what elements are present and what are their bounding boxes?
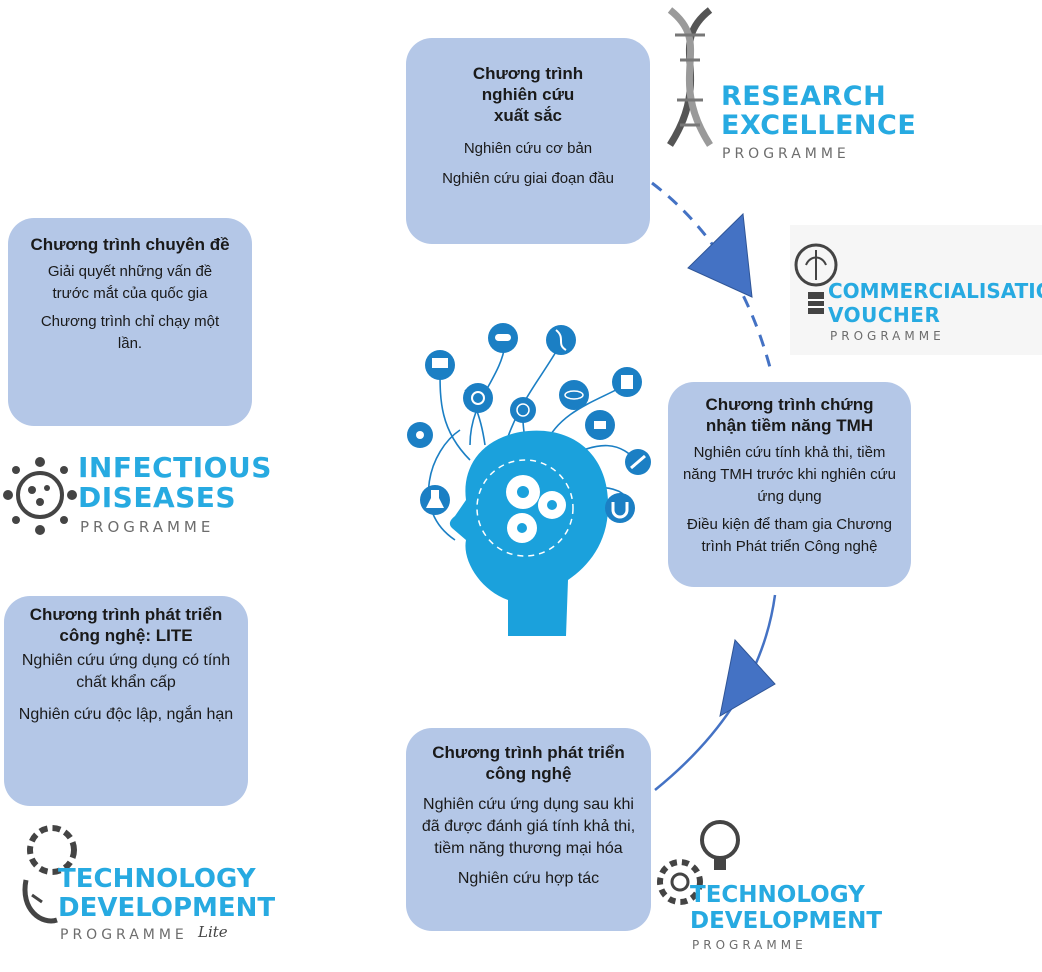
- infectious-logo-line2: DISEASES: [78, 481, 237, 514]
- research-excellence-logo: RESEARCH EXCELLENCE PROGRAMME: [655, 5, 916, 165]
- thematic-line-1: Giải quyết những vấn đề trước mắt của qu…: [47, 263, 213, 302]
- lite-line-2: Nghiên cứu độc lập, ngắn hạn: [18, 706, 234, 723]
- tech-dev-logo: TECHNOLOGY DEVELOPMENT PROGRAMME: [650, 800, 882, 960]
- techdev-line-2: Nghiên cứu hợp tác: [457, 870, 600, 887]
- planet-icon: [559, 380, 589, 410]
- tech-dev-lite-logo: TECHNOLOGY DEVELOPMENT PROGRAMME Lite: [10, 815, 275, 955]
- gear-head-icon: [22, 825, 77, 924]
- thematic-line-2: Chương trình chỉ chạy một lần.: [40, 313, 220, 352]
- research-logo-sub: PROGRAMME: [722, 146, 850, 162]
- commercial-line-2: Điều kiện để tham gia Chương trình Phát …: [687, 516, 892, 555]
- lite-line-1: Nghiên cứu ứng dụng có tính chất khẩn cấ…: [21, 652, 231, 691]
- dna-icon: [667, 7, 713, 147]
- lite-logo-suffix: Lite: [198, 923, 228, 941]
- infectious-logo-line1: INFECTIOUS: [78, 451, 272, 484]
- globe-icon: [510, 397, 536, 423]
- lite-logo-line1: TECHNOLOGY: [58, 864, 256, 894]
- tech-dev-box: Chương trình phát triển công nghệ Nghiên…: [406, 728, 651, 931]
- lite-logo-sub: PROGRAMME: [60, 927, 188, 943]
- infectious-diseases-logo: INFECTIOUS DISEASES PROGRAMME: [0, 445, 271, 545]
- molecule-icon: [463, 383, 493, 413]
- commercial-logo-sub: PROGRAMME: [830, 329, 945, 343]
- commercial-logo-line1: COMMERCIALISATION: [828, 279, 1042, 303]
- lite-box-title: Chương trình phát triển công nghệ: LITE: [29, 605, 223, 645]
- techdev-logo-sub: PROGRAMME: [692, 938, 807, 952]
- techdev-box-title: Chương trình phát triển công nghệ: [432, 743, 625, 783]
- arrowhead-down-2: [719, 638, 776, 717]
- magnet-icon: [605, 493, 635, 523]
- gear-bulb-icon: [657, 820, 740, 905]
- brain-bulb-icon: [794, 243, 838, 314]
- lite-logo-line2: DEVELOPMENT: [58, 893, 276, 923]
- science-icons: [407, 323, 651, 523]
- techdev-logo-line1: TECHNOLOGY: [690, 882, 865, 908]
- thematic-box-title: Chương trình chuyên đề: [30, 235, 230, 254]
- tech-dev-lite-box: Chương trình phát triển công nghệ: LITE …: [4, 596, 248, 806]
- commercialisation-voucher-logo: COMMERCIALISATION VOUCHER PROGRAMME: [790, 225, 1042, 355]
- infectious-logo-sub: PROGRAMME: [80, 518, 215, 536]
- commercial-logo-line2: VOUCHER: [828, 303, 941, 327]
- commercialisation-box: Chương trình chứng nhận tiềm năng TMH Ng…: [668, 382, 911, 587]
- research-logo-line1: RESEARCH: [721, 81, 887, 112]
- techdev-line-1: Nghiên cứu ứng dụng sau khi đã được đánh…: [421, 796, 636, 857]
- research-box-title: Chương trình nghiên cứu xuất sắc: [472, 64, 584, 125]
- commercial-box-title: Chương trình chứng nhận tiềm năng TMH: [705, 395, 874, 435]
- research-excellence-box: Chương trình nghiên cứu xuất sắc Nghiên …: [406, 38, 650, 244]
- research-logo-line2: EXCELLENCE: [721, 110, 917, 141]
- commercial-line-1: Nghiên cứu tính khả thi, tiềm năng TMH t…: [682, 444, 897, 505]
- virus-icon: [3, 457, 77, 535]
- arrowhead-down-1: [687, 212, 753, 298]
- research-line-1: Nghiên cứu cơ bản: [463, 140, 593, 157]
- research-line-2: Nghiên cứu giai đoạn đầu: [442, 170, 614, 187]
- thematic-programme-box: Chương trình chuyên đề Giải quyết những …: [8, 218, 252, 426]
- techdev-logo-line2: DEVELOPMENT: [690, 908, 883, 934]
